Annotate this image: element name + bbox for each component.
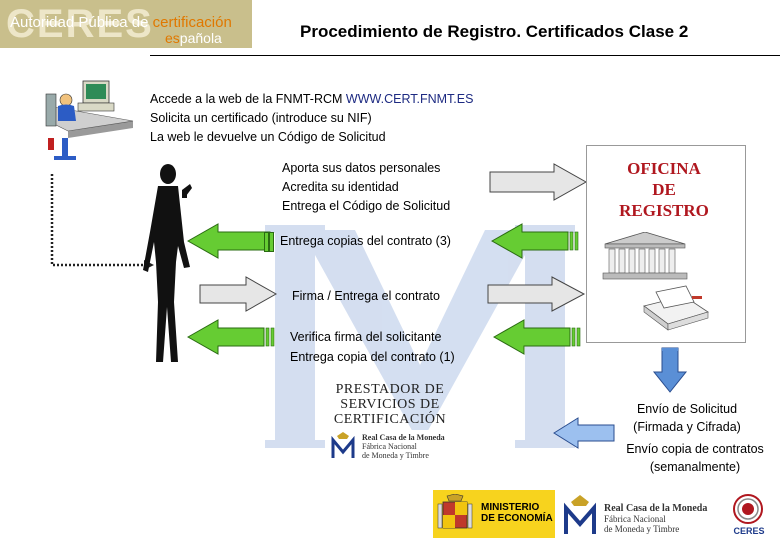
arrow-left-verifica-2	[492, 319, 581, 355]
step-firma: Firma / Entrega el contrato	[292, 289, 440, 303]
ceres-footer-logo: CERES	[722, 492, 776, 538]
ceres-logo-line1: Autoridad Pública de certificación	[10, 14, 232, 31]
step-codigo: La web le devuelve un Código de Solicitu…	[150, 130, 386, 144]
copias-stub-right	[264, 232, 274, 252]
envio-solicitud-text: Envío de Solicitud (Firmada y Cifrada)	[633, 402, 741, 434]
person-silhouette-icon	[143, 164, 192, 362]
rcm-footer-logo: Real Casa de la Moneda Fábrica Nacional …	[560, 490, 720, 538]
arrow-left-copias-1	[186, 223, 271, 259]
step-verifica-line1: Verifica firma del solicitante	[290, 330, 442, 344]
envelope-documents-icon	[643, 285, 709, 331]
fnmt-url-link[interactable]: WWW.CERT.FNMT.ES	[345, 92, 474, 106]
ministerio-logo: MINISTERIO DE ECONOMÍA	[433, 490, 555, 538]
computer-user-icon	[45, 80, 134, 160]
arrow-left-verifica-1	[186, 319, 275, 355]
arrow-right-datos	[489, 163, 588, 201]
step-copias: Entrega copias del contrato (3)	[280, 234, 451, 248]
step-datos-line2: Acredita su identidad	[282, 180, 399, 194]
ceres-circle-icon	[733, 494, 763, 524]
step-accede: Accede a la web de la FNMT-RCM WWW.CERT.…	[150, 92, 474, 106]
title-divider	[150, 55, 780, 56]
arrow-right-firma-2	[487, 276, 586, 312]
oficina-title: OFICINA DE REGISTRO	[619, 159, 709, 220]
m-crown-icon	[564, 495, 596, 534]
step-datos-line1: Aporta sus datos personales	[282, 161, 441, 175]
step-verifica-line2: Entrega copia del contrato (1)	[290, 350, 455, 364]
arrow-down-envio	[652, 347, 688, 393]
arrow-left-copias-2	[490, 223, 579, 259]
step-datos-line3: Entrega el Código de Solicitud	[282, 199, 451, 213]
m-crown-icon	[331, 432, 355, 458]
ceres-logo-brand: CERES	[6, 2, 154, 46]
coat-of-arms-icon	[437, 494, 473, 529]
ceres-logo-line2: española	[165, 30, 222, 46]
step-solicita: Solicita un certificado (introduce su NI…	[150, 111, 372, 125]
building-icon	[602, 232, 688, 280]
real-casa-logo: Real Casa de la Moneda Fábrica Nacional …	[330, 430, 460, 460]
arrow-left-envio	[553, 417, 615, 449]
page-title: Procedimiento de Registro. Certificados …	[300, 22, 689, 41]
prestador-title: PRESTADOR DE SERVICIOS DE CERTIFICACIÓN	[333, 382, 447, 427]
ceres-logo	[0, 0, 252, 48]
envio-contratos-text: Envío copia de contratos (semanalmente)	[626, 442, 764, 474]
arrow-right-firma-1	[199, 276, 278, 312]
